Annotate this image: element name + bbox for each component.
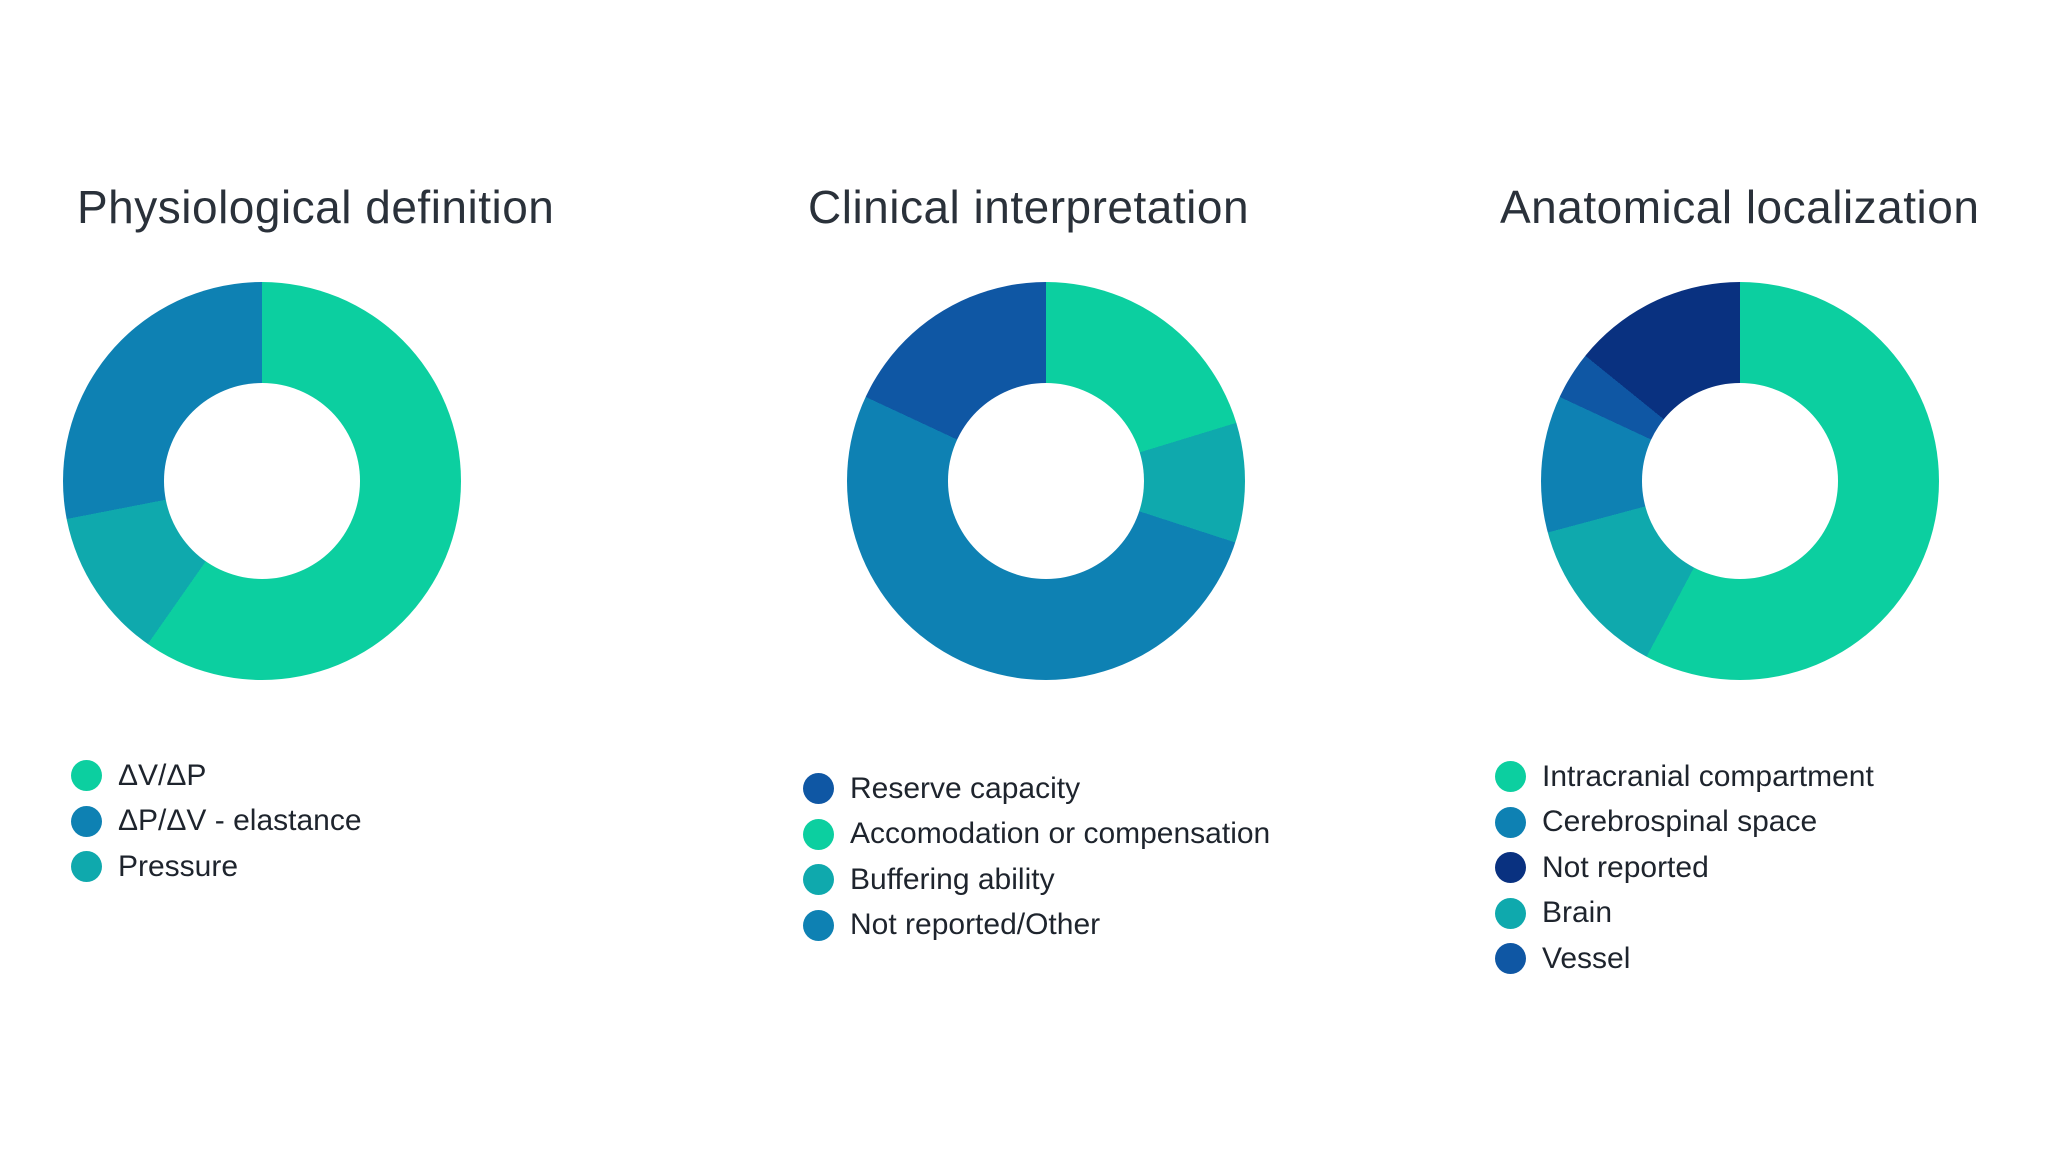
legend-color-dot (1495, 852, 1526, 884)
legend-label: Not reported/Other (850, 908, 1101, 942)
legend-clinical-interpretation: Reserve capacity Accomodation or compens… (803, 766, 1270, 948)
donut-physiological-definition (63, 282, 461, 680)
legend-item: Accomodation or compensation (803, 812, 1270, 858)
legend-item: ΔP/ΔV - elastance (71, 799, 362, 845)
legend-label: Accomodation or compensation (850, 817, 1271, 851)
legend-item: Not reported/Other (803, 903, 1270, 949)
legend-item: Pressure (71, 844, 362, 890)
legend-color-dot (803, 909, 834, 941)
legend-item: Brain (1495, 891, 1874, 937)
legend-item: Reserve capacity (803, 766, 1270, 812)
legend-color-dot (803, 818, 834, 850)
legend-item: Not reported (1495, 845, 1874, 891)
legend-label: Vessel (1542, 941, 1631, 975)
legend-item: Intracranial compartment (1495, 754, 1874, 800)
legend-item: Vessel (1495, 936, 1874, 982)
legend-item: Buffering ability (803, 857, 1270, 903)
legend-color-dot (71, 851, 102, 883)
legend-label: Cerebrospinal space (1542, 805, 1818, 839)
chart-title-physiological-definition: Physiological definition (77, 181, 555, 233)
legend-color-dot (1495, 897, 1526, 929)
legend-item: ΔV/ΔP (71, 753, 362, 799)
legend-label: ΔP/ΔV - elastance (118, 804, 362, 838)
legend-color-dot (1495, 761, 1526, 793)
legend-anatomical-localization: Intracranial compartment Cerebrospinal s… (1495, 754, 1874, 982)
legend-label: Buffering ability (850, 862, 1055, 896)
chart-title-clinical-interpretation: Clinical interpretation (808, 181, 1250, 233)
legend-color-dot (71, 760, 102, 792)
legend-label: ΔV/ΔP (118, 758, 207, 792)
legend-item: Cerebrospinal space (1495, 800, 1874, 846)
legend-label: Brain (1542, 896, 1613, 930)
legend-label: Intracranial compartment (1542, 759, 1874, 793)
donut-anatomical-localization (1541, 282, 1939, 680)
legend-color-dot (803, 773, 834, 805)
legend-label: Reserve capacity (850, 771, 1081, 805)
legend-label: Not reported (1542, 850, 1709, 884)
legend-color-dot (1495, 806, 1526, 838)
chart-title-anatomical-localization: Anatomical localization (1500, 181, 1980, 233)
legend-color-dot (71, 805, 102, 837)
legend-physiological-definition: ΔV/ΔP ΔP/ΔV - elastance Pressure (71, 753, 362, 890)
legend-color-dot (803, 864, 834, 896)
donut-clinical-interpretation (847, 282, 1245, 680)
legend-color-dot (1495, 943, 1526, 975)
legend-label: Pressure (118, 849, 239, 883)
